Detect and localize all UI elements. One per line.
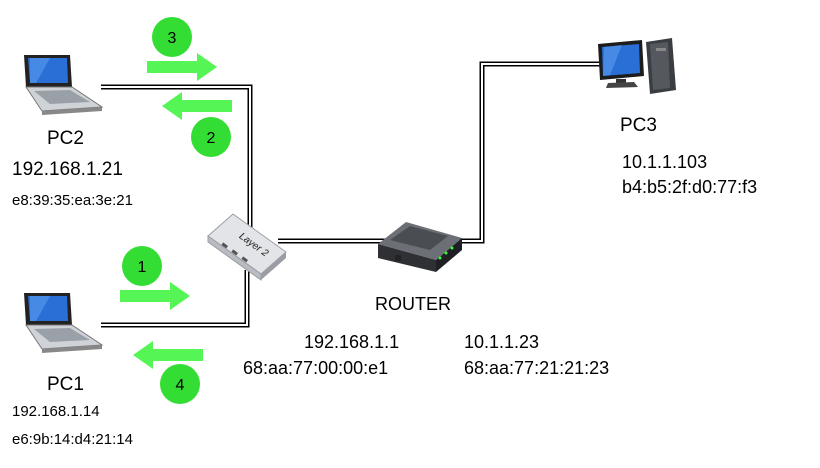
svg-text:4: 4 — [176, 377, 185, 394]
arrow-step-2 — [162, 92, 232, 120]
router-wan-mac: 68:aa:77:21:21:23 — [464, 358, 610, 378]
step-badge-1: 1 — [122, 246, 162, 286]
router-lan-ip: 192.168.1.1 — [304, 332, 400, 352]
pc2-ip: 192.168.1.21 — [12, 159, 123, 180]
pc1-mac: e6:9b:14:d4:21:14 — [12, 431, 133, 448]
pc1-ip: 192.168.1.14 — [12, 403, 100, 420]
svg-text:3: 3 — [168, 30, 177, 47]
pc1-name: PC1 — [47, 374, 84, 395]
router-name: ROUTER — [375, 294, 451, 314]
layer2-switch-icon[interactable]: Layer 2 — [207, 213, 287, 281]
svg-text:2: 2 — [207, 130, 216, 147]
arrow-step-1 — [120, 282, 190, 310]
svg-text:1: 1 — [138, 259, 147, 276]
arrow-step-4 — [133, 341, 203, 369]
pc2-mac: e8:39:35:ea:3e:21 — [12, 192, 133, 209]
wire-router-pc3 — [458, 61, 600, 244]
step-badge-3: 3 — [152, 17, 192, 57]
pc3-name: PC3 — [620, 115, 657, 136]
pc3-desktop-icon[interactable] — [598, 38, 676, 94]
pc2-name: PC2 — [47, 128, 84, 149]
pc1-laptop-icon[interactable] — [24, 293, 104, 353]
wire-pc2-switch — [101, 84, 253, 230]
pc3-ip: 10.1.1.103 — [622, 152, 708, 172]
arrow-step-3 — [147, 53, 217, 81]
router-icon[interactable] — [378, 222, 462, 272]
pc3-mac: b4:b5:2f:d0:77:f3 — [622, 177, 758, 197]
router-wan-ip: 10.1.1.23 — [464, 332, 540, 352]
router-lan-mac: 68:aa:77:00:00:e1 — [243, 358, 389, 378]
step-badge-2: 2 — [191, 117, 231, 157]
step-badge-4: 4 — [160, 364, 200, 404]
pc2-laptop-icon[interactable] — [24, 55, 104, 115]
wire-pc1-switch — [101, 270, 250, 328]
